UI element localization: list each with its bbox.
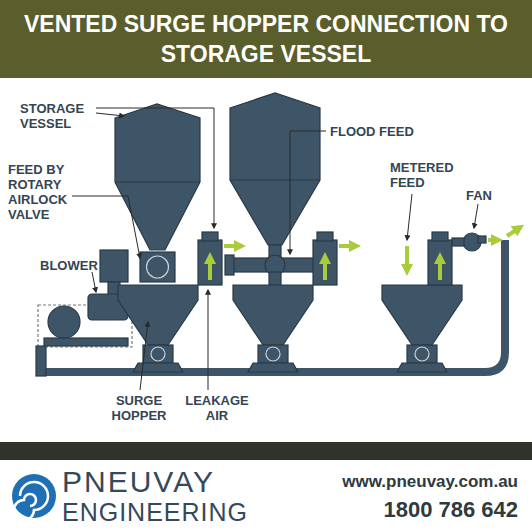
vent-filter bbox=[198, 240, 222, 285]
surge-hopper bbox=[382, 285, 462, 345]
vent-cap bbox=[202, 232, 218, 241]
logo-spiral bbox=[14, 482, 48, 520]
storage-vessel bbox=[230, 93, 320, 245]
phone-number: 1800 786 642 bbox=[383, 497, 518, 523]
callout-label: FLOOD FEED bbox=[330, 124, 414, 139]
title-band bbox=[0, 0, 532, 78]
pickup-flange bbox=[133, 363, 183, 372]
surge-hopper bbox=[233, 285, 313, 345]
callout-label: FAN bbox=[466, 188, 492, 203]
logo-wordmark: ENGINEERING bbox=[62, 498, 248, 526]
logo-wordmark: PNEUVAY bbox=[62, 466, 215, 498]
metered-feed-arrow bbox=[405, 246, 409, 270]
vent-air-arrow bbox=[224, 244, 240, 248]
vessel-seam bbox=[115, 181, 200, 182]
storage-vessel bbox=[115, 104, 200, 250]
surge-hopper bbox=[118, 285, 198, 345]
blower-outlet bbox=[36, 346, 46, 376]
leakage-air-arrow bbox=[438, 258, 442, 280]
callout-label: METERED FEED bbox=[390, 160, 470, 190]
flood-feed-outlet bbox=[269, 272, 281, 285]
blower-silencer bbox=[100, 250, 128, 282]
callout-label: STORAGE VESSEL bbox=[20, 101, 96, 131]
fan-duct bbox=[452, 238, 464, 246]
pickup-flange bbox=[397, 363, 447, 372]
flood-feed-end bbox=[225, 255, 234, 275]
vent-cap bbox=[317, 232, 333, 241]
fan-exhaust-arrow bbox=[488, 238, 497, 242]
conveying-pipeline bbox=[40, 240, 505, 372]
callout-label: FEED BY ROTARY AIRLOCK VALVE bbox=[8, 162, 82, 222]
blower-base bbox=[44, 338, 128, 346]
callout-label: SURGE HOPPER bbox=[104, 393, 174, 423]
title-box: VENTED SURGE HOPPER CONNECTION TO STORAG… bbox=[0, 0, 532, 78]
vent-filter bbox=[428, 240, 452, 285]
logo-swirl bbox=[12, 474, 56, 520]
blower-housing bbox=[48, 306, 80, 338]
leader-line bbox=[407, 194, 412, 240]
leader-line bbox=[72, 196, 140, 258]
vent-air-arrow bbox=[339, 244, 355, 248]
valve-rotor bbox=[151, 347, 165, 361]
fan-outlet bbox=[478, 236, 486, 243]
valve-rotor bbox=[147, 256, 169, 278]
leader-line bbox=[140, 322, 148, 390]
leader-line bbox=[208, 290, 209, 390]
pipe-exhaust-arrow bbox=[507, 228, 519, 236]
leakage-air-arrow bbox=[208, 258, 212, 280]
pickup-flange bbox=[248, 363, 298, 372]
discharge-valve bbox=[407, 345, 437, 363]
leader-line bbox=[96, 108, 214, 228]
website-url: www.pneuvay.com.au bbox=[342, 472, 518, 492]
rotary-airlock-valve bbox=[140, 252, 175, 282]
vent-filter bbox=[313, 240, 337, 285]
callout-label: BLOWER bbox=[40, 258, 98, 273]
valve-rotor bbox=[266, 347, 280, 361]
leader-line bbox=[290, 131, 326, 254]
leader-line bbox=[474, 204, 478, 228]
leader-line bbox=[92, 272, 96, 292]
discharge-valve bbox=[143, 345, 173, 363]
footer-band bbox=[0, 442, 532, 460]
leader-line bbox=[96, 113, 124, 116]
diagram-title: VENTED SURGE HOPPER CONNECTION TO STORAG… bbox=[16, 9, 516, 69]
discharge-valve bbox=[258, 345, 288, 363]
callout-label: LEAKAGE AIR bbox=[180, 393, 254, 423]
valve-rotor bbox=[415, 347, 429, 361]
vessel-seam bbox=[230, 179, 320, 180]
leakage-air-arrow bbox=[323, 258, 327, 280]
vent-cap bbox=[432, 232, 448, 241]
